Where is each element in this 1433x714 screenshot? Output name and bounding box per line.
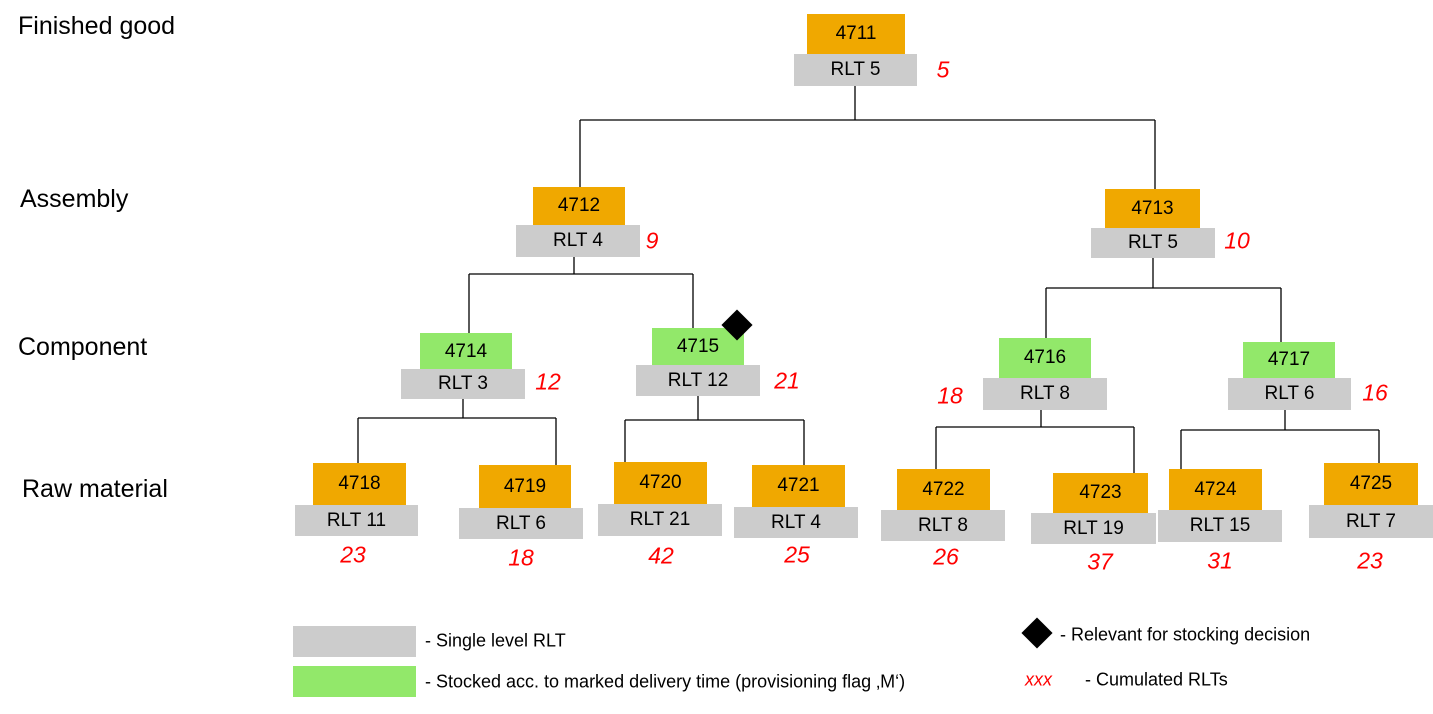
cumulated-rlt-4719: 18: [508, 544, 534, 571]
rlt-box-4719: RLT 6: [459, 508, 583, 539]
legend-stocked: - Stocked acc. to marked delivery time (…: [425, 671, 906, 692]
rlt-box-4723: RLT 19: [1031, 513, 1156, 544]
legend-relevant: - Relevant for stocking decision: [1060, 624, 1311, 645]
rlt-box-4724: RLT 15: [1158, 510, 1282, 542]
level-label-assembly: Assembly: [20, 185, 129, 213]
cumulated-rlt-4725: 23: [1357, 547, 1383, 574]
cumulated-rlt-4723: 37: [1087, 548, 1113, 575]
cumulated-rlt-4712: 9: [645, 227, 659, 254]
material-node-4721: 4721: [752, 465, 845, 507]
cumulated-rlt-4721: 25: [784, 541, 810, 568]
cumulated-rlt-4716: 18: [937, 382, 963, 409]
legend-grey-swatch: [293, 626, 416, 657]
cumulated-rlt-4715: 21: [774, 367, 800, 394]
rlt-box-4717: RLT 6: [1228, 378, 1351, 410]
material-node-4718: 4718: [313, 463, 406, 505]
cumulated-rlt-4717: 16: [1362, 379, 1388, 406]
material-node-4725: 4725: [1324, 463, 1418, 505]
material-node-4717: 4717: [1243, 342, 1335, 378]
material-node-4720: 4720: [614, 462, 707, 504]
rlt-box-4714: RLT 3: [401, 369, 525, 399]
rlt-box-4715: RLT 12: [636, 365, 760, 396]
rlt-box-4713: RLT 5: [1091, 228, 1215, 258]
material-node-4714: 4714: [420, 333, 512, 370]
material-node-4711: 4711: [807, 14, 905, 54]
cumulated-rlt-4714: 12: [535, 368, 561, 395]
legend-cumulated: - Cumulated RLTs: [1085, 669, 1228, 690]
rlt-box-4725: RLT 7: [1309, 505, 1433, 538]
material-node-4713: 4713: [1105, 189, 1200, 228]
legend-green-swatch: [293, 666, 416, 697]
level-label-component: Component: [18, 333, 148, 361]
legend-cumulated-sample: xxx: [1025, 669, 1052, 690]
material-node-4722: 4722: [897, 469, 990, 510]
cumulated-rlt-4724: 31: [1207, 547, 1233, 574]
cumulated-rlt-4722: 26: [933, 543, 959, 570]
material-node-4715: 4715: [652, 328, 744, 365]
cumulated-rlt-4711: 5: [936, 56, 950, 83]
cumulated-rlt-4713: 10: [1224, 227, 1250, 254]
rlt-box-4721: RLT 4: [734, 507, 858, 538]
rlt-box-4712: RLT 4: [516, 225, 640, 257]
rlt-box-4718: RLT 11: [295, 505, 418, 536]
cumulated-rlt-4718: 23: [340, 541, 366, 568]
legend-single-level: - Single level RLT: [425, 630, 566, 651]
material-node-4724: 4724: [1169, 469, 1262, 510]
material-node-4723: 4723: [1053, 473, 1148, 513]
level-label-raw-material: Raw material: [22, 475, 168, 503]
rlt-box-4720: RLT 21: [598, 504, 722, 536]
rlt-box-4711: RLT 5: [794, 54, 917, 86]
level-label-finished-good: Finished good: [18, 12, 176, 40]
rlt-box-4722: RLT 8: [881, 510, 1005, 541]
rlt-box-4716: RLT 8: [983, 378, 1107, 410]
material-node-4719: 4719: [479, 465, 571, 508]
cumulated-rlt-4720: 42: [648, 542, 674, 569]
material-node-4712: 4712: [533, 187, 625, 225]
material-node-4716: 4716: [999, 338, 1091, 378]
